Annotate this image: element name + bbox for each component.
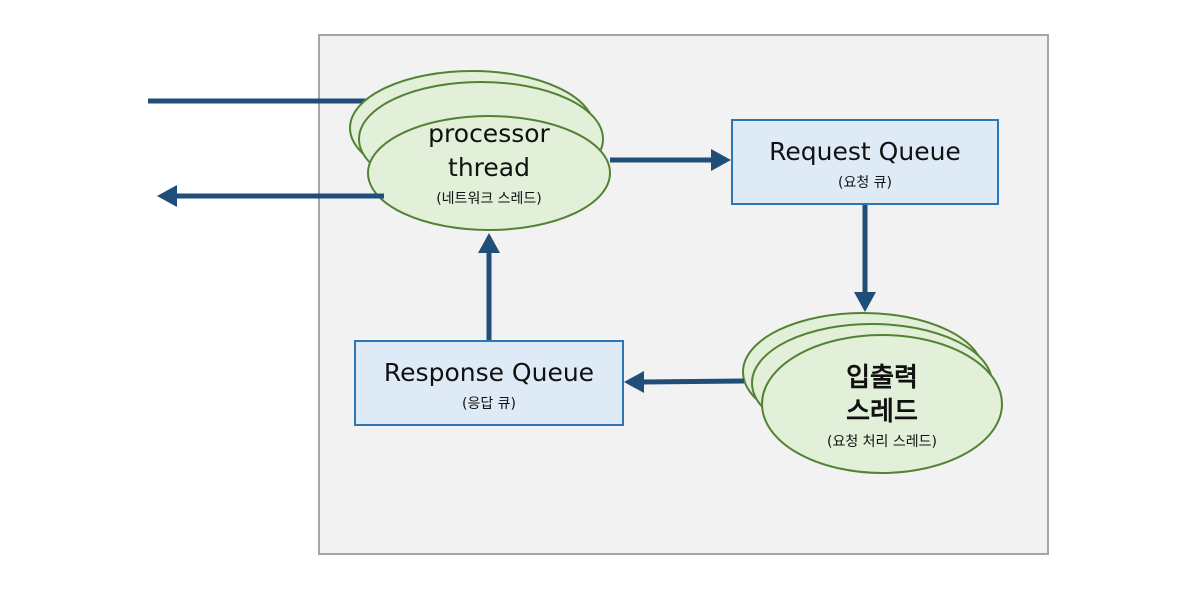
outgoing-response-arrowhead — [157, 185, 177, 207]
io-thread-label-line1: 입출력 — [846, 363, 918, 393]
processor-thread-label-line1: processor — [428, 119, 550, 148]
io-thread-stack: 입출력 스레드 (요청 처리 스레드) — [742, 312, 1003, 474]
processor-to-request-queue-arrowhead — [711, 149, 731, 171]
processor-thread-stack: processor thread (네트워크 스레드) — [349, 70, 611, 231]
response-queue-sublabel: (응답 큐) — [462, 396, 516, 412]
processor-thread-sublabel: (네트워크 스레드) — [436, 191, 542, 207]
request-queue-box — [731, 119, 999, 205]
io-thread-to-response-queue-line — [641, 378, 745, 385]
response-queue-title: Response Queue — [384, 358, 594, 387]
response-queue-box — [354, 340, 624, 426]
request-queue-sublabel: (요청 큐) — [838, 175, 892, 191]
response-queue-to-processor-arrowhead — [478, 233, 500, 253]
request-queue-to-io-thread-arrowhead — [854, 292, 876, 312]
io-thread-sublabel: (요청 처리 스레드) — [827, 434, 937, 450]
io-thread-ellipse-front — [761, 334, 1003, 474]
io-thread-to-response-queue-arrowhead — [624, 371, 644, 393]
request-queue-title: Request Queue — [769, 137, 961, 166]
io-thread-label-line2: 스레드 — [846, 397, 918, 427]
processor-thread-label-line2: thread — [448, 153, 530, 182]
processor-thread-ellipse-front — [367, 115, 611, 231]
